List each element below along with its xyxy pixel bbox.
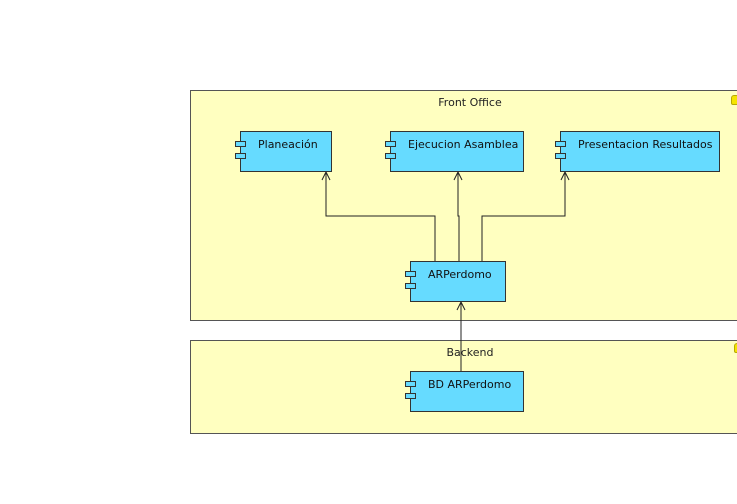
- component-icon: [555, 141, 566, 147]
- component-label: Ejecucion Asamblea: [408, 138, 519, 151]
- lightbulb-icon[interactable]: [731, 95, 737, 105]
- component-label: BD ARPerdomo: [428, 378, 512, 391]
- component-icon: [405, 393, 416, 399]
- component-icon: [235, 153, 246, 159]
- component-ejecucion-asamblea[interactable]: Ejecucion Asamblea: [385, 131, 524, 172]
- component-planeacion[interactable]: Planeación: [235, 131, 332, 172]
- component-arperdomo[interactable]: ARPerdomo: [405, 261, 506, 302]
- package-backend-title: Backend: [446, 346, 494, 359]
- lightbulb-icon[interactable]: [734, 343, 737, 353]
- component-icon: [385, 153, 396, 159]
- component-icon: [405, 271, 416, 277]
- component-icon: [235, 141, 246, 147]
- component-icon: [555, 153, 566, 159]
- component-icon: [385, 141, 396, 147]
- component-icon: [405, 283, 416, 289]
- component-icon: [405, 381, 416, 387]
- component-label: Presentacion Resultados: [578, 138, 713, 151]
- package-front-office-title: Front Office: [438, 96, 502, 109]
- component-bd-arperdomo[interactable]: BD ARPerdomo: [405, 371, 524, 412]
- component-label: Planeación: [258, 138, 318, 151]
- component-presentacion-resultados[interactable]: Presentacion Resultados: [555, 131, 720, 172]
- component-label: ARPerdomo: [428, 268, 492, 281]
